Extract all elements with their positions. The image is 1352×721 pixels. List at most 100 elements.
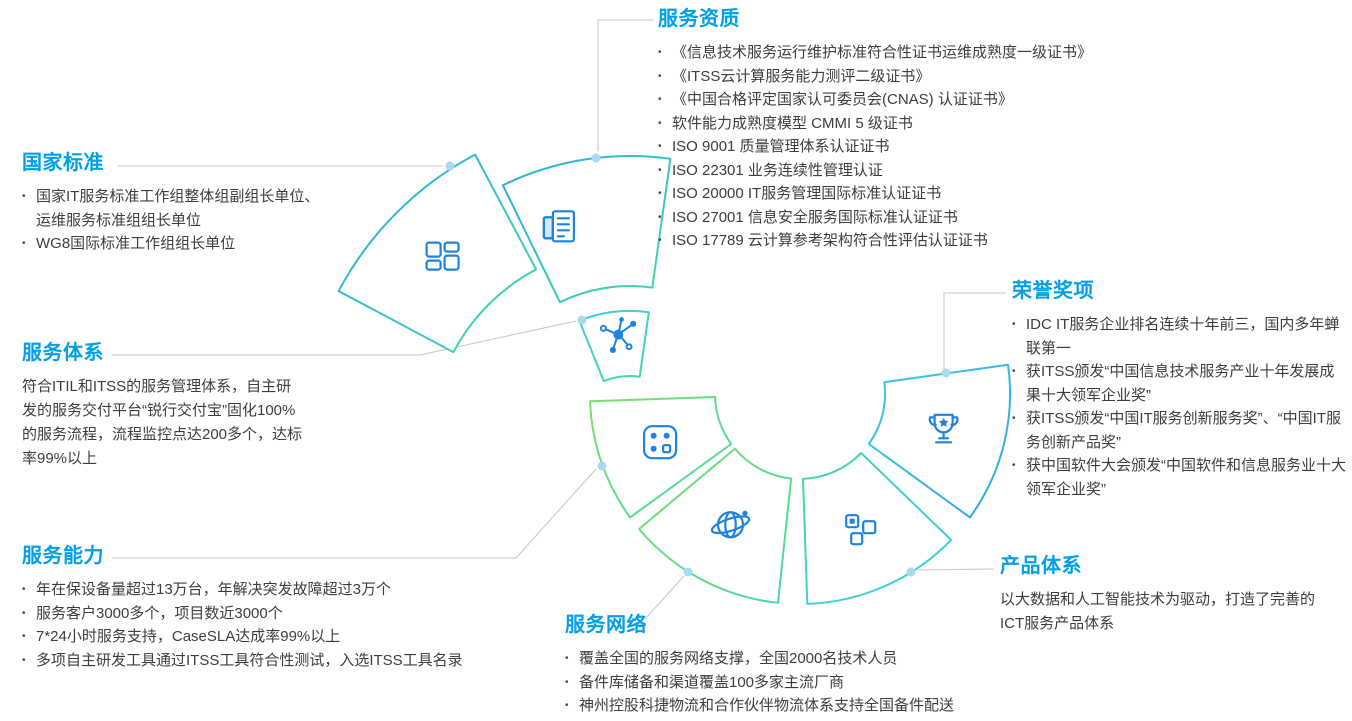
list-item-text: ISO 20000 IT服务管理国际标准认证证书	[672, 185, 942, 202]
section-service-system: 服务体系 符合ITIL和ITSS的服务管理体系，自主研发的服务交付平台“锐行交付…	[22, 340, 304, 471]
list-service-capability: • 年在保设备量超过13万台，年解决突发故障超过3万个 • 服务客户3000多个…	[22, 578, 542, 672]
bullet-icon: •	[565, 700, 569, 711]
list-national-standards: • 国家IT服务标准工作组整体组副组长单位、运维服务标准组组长单位 • WG8国…	[22, 185, 332, 256]
list-item: • 《ITSS云计算服务能力测评二级证书》	[658, 65, 1243, 89]
list-item: • 服务客户3000多个，项目数近3000个	[22, 602, 542, 626]
connector-dot-product-system	[906, 567, 916, 577]
list-item-text: 年在保设备量超过13万台，年解决突发故障超过3万个	[36, 581, 392, 598]
list-item: • 获中国软件大会颁发“中国软件和信息服务业十大领军企业奖”	[1012, 454, 1346, 501]
section-product-system: 产品体系 以大数据和人工智能技术为驱动，打造了完善的ICT服务产品体系	[1000, 553, 1335, 636]
list-item-text: 服务客户3000多个，项目数近3000个	[36, 604, 283, 622]
ring-segment-national-standards	[337, 153, 538, 354]
list-item: • 软件能力成熟度模型 CMMI 5 级证书	[658, 112, 1243, 136]
list-item-text: 《信息技术服务运行维护标准符合性证书运维成熟度一级证书》	[672, 44, 1093, 61]
layout-blocks-icon	[425, 241, 460, 271]
section-title-service-system: 服务体系	[22, 342, 104, 364]
bullet-icon: •	[565, 676, 569, 688]
list-honors-awards: • IDC IT服务企业排名连续十年前三，国内多年蝉联第一 • 获ITSS颁发“…	[1012, 313, 1346, 501]
list-item-text: WG8国际标准工作组组长单位	[36, 235, 236, 252]
list-item: • ISO 9001 质量管理体系认证证书	[658, 135, 1243, 159]
list-item-text: IDC IT服务企业排名连续十年前三，国内多年蝉联第一	[1026, 316, 1340, 357]
connector-dot-honors-awards	[941, 368, 951, 378]
connector-dot-service-qualifications	[591, 153, 601, 163]
bullet-icon: •	[658, 70, 662, 82]
list-item-text: ISO 27001 信息安全服务国际标准认证证书	[672, 208, 958, 226]
bullet-icon: •	[658, 235, 662, 246]
section-service-network: 服务网络 • 覆盖全国的服务网络支撑，全国2000名技术人员 • 备件库储备和渠…	[565, 612, 1045, 718]
list-item-text: 多项自主研发工具通过ITSS工具符合性测试，入选ITSS工具名录	[36, 651, 463, 669]
list-item: • 《中国合格评定国家认可委员会(CNAS) 认证证书》	[658, 88, 1243, 112]
ring-segment-honors-awards	[867, 363, 1011, 519]
connector-line-product-system	[917, 568, 995, 571]
list-item-text: 国家IT服务标准工作组整体组副组长单位、运维服务标准组组长单位	[36, 188, 320, 229]
list-item: • ISO 22301 业务连续性管理认证	[658, 159, 1243, 183]
bullet-icon: •	[22, 607, 26, 619]
bullet-icon: •	[658, 47, 662, 58]
list-item: • 获ITSS颁发“中国IT服务创新服务奖”、“中国IT服务创新产品奖”	[1012, 407, 1346, 454]
list-item-text: 神州控股科捷物流和合作伙伴物流体系支持全国备件配送	[579, 697, 955, 714]
bullet-icon: •	[658, 188, 662, 199]
certificate-document-icon	[542, 210, 576, 243]
list-item: • 获ITSS颁发“中国信息技术服务产业十年发展成果十大领军企业奖”	[1012, 360, 1346, 407]
molecule-icon	[599, 317, 637, 353]
list-item: • ISO 20000 IT服务管理国际标准认证证书	[658, 182, 1243, 206]
list-item-text: ISO 9001 质量管理体系认证证书	[672, 138, 890, 155]
list-service-qualifications: • 《信息技术服务运行维护标准符合性证书运维成熟度一级证书》 • 《ITSS云计…	[658, 41, 1243, 253]
list-item-text: 《ITSS云计算服务能力测评二级证书》	[672, 67, 931, 85]
list-item-text: 软件能力成熟度模型 CMMI 5 级证书	[672, 114, 913, 132]
connector-dot-service-network	[683, 567, 693, 577]
list-item: • 神州控股科捷物流和合作伙伴物流体系支持全国备件配送	[565, 694, 1045, 718]
connector-line-service-qualifications	[597, 19, 654, 151]
bullet-icon: •	[22, 654, 26, 666]
list-item: • ISO 27001 信息安全服务国际标准认证证书	[658, 206, 1243, 230]
section-title-product-system: 产品体系	[1000, 555, 1082, 577]
connector-line-honors-awards	[943, 292, 1006, 369]
bullet-icon: •	[1012, 460, 1016, 471]
list-item-text: ISO 22301 业务连续性管理认证	[672, 161, 883, 179]
section-honors-awards: 荣誉奖项 • IDC IT服务企业排名连续十年前三，国内多年蝉联第一 • 获IT…	[1012, 278, 1346, 501]
modules-cubes-icon	[845, 514, 877, 546]
section-service-capability: 服务能力 • 年在保设备量超过13万台，年解决突发故障超过3万个 • 服务客户3…	[22, 543, 542, 672]
section-title-service-qualifications: 服务资质	[658, 8, 740, 30]
section-national-standards: 国家标准 • 国家IT服务标准工作组整体组副组长单位、运维服务标准组组长单位 •…	[22, 150, 332, 256]
list-item-text: 获中国软件大会颁发“中国软件和信息服务业十大领军企业奖”	[1026, 457, 1346, 498]
bullet-icon: •	[22, 191, 26, 202]
connector-dot-service-capability	[597, 461, 607, 471]
ring-segment-qualifications	[501, 154, 672, 304]
section-title-service-capability: 服务能力	[22, 545, 104, 567]
list-item: • 覆盖全国的服务网络支撑，全国2000名技术人员	[565, 647, 1045, 671]
list-item-text: 7*24小时服务支持，CaseSLA达成率99%以上	[36, 628, 341, 645]
list-item: • 年在保设备量超过13万台，年解决突发故障超过3万个	[22, 578, 542, 602]
connector-line-service-network	[644, 575, 685, 620]
list-item: • ISO 17789 云计算参考架构符合性评估认证证书	[658, 229, 1243, 253]
list-item: • 备件库储备和渠道覆盖100多家主流厂商	[565, 671, 1045, 695]
list-item-text: 备件库储备和渠道覆盖100多家主流厂商	[579, 673, 845, 691]
section-text-service-system: 符合ITIL和ITSS的服务管理体系，自主研发的服务交付平台“锐行交付宝”固化1…	[22, 378, 303, 467]
bullet-icon: •	[658, 211, 662, 223]
bullet-icon: •	[22, 631, 26, 642]
list-service-network: • 覆盖全国的服务网络支撑，全国2000名技术人员 • 备件库储备和渠道覆盖10…	[565, 647, 1045, 718]
section-service-qualifications: 服务资质 • 《信息技术服务运行维护标准符合性证书运维成熟度一级证书》 • 《I…	[658, 6, 1243, 253]
section-title-national-standards: 国家标准	[22, 152, 104, 174]
connector-dot-service-system	[577, 315, 587, 325]
bullet-icon: •	[22, 238, 26, 249]
list-item-text: 获ITSS颁发“中国信息技术服务产业十年发展成果十大领军企业奖”	[1026, 363, 1335, 404]
list-item: • WG8国际标准工作组组长单位	[22, 232, 332, 256]
list-item-text: 《中国合格评定国家认可委员会(CNAS) 认证证书》	[672, 91, 1013, 108]
trophy-icon	[928, 413, 959, 444]
list-item: • 《信息技术服务运行维护标准符合性证书运维成熟度一级证书》	[658, 41, 1243, 65]
section-title-service-network: 服务网络	[565, 614, 647, 636]
list-item-text: 获ITSS颁发“中国IT服务创新服务奖”、“中国IT服务创新产品奖”	[1026, 410, 1341, 451]
bullet-icon: •	[565, 653, 569, 664]
section-title-honors-awards: 荣誉奖项	[1012, 280, 1094, 302]
list-item-text: 覆盖全国的服务网络支撑，全国2000名技术人员	[579, 650, 898, 667]
connector-line-service-capability	[112, 468, 597, 559]
connector-line-service-system	[112, 320, 577, 356]
connector-dot-national-standards	[445, 161, 455, 171]
list-item-text: ISO 17789 云计算参考架构符合性评估认证证书	[672, 232, 988, 249]
section-text-product-system: 以大数据和人工智能技术为驱动，打造了完善的ICT服务产品体系	[1000, 591, 1316, 632]
list-item: • 多项自主研发工具通过ITSS工具符合性测试，入选ITSS工具名录	[22, 649, 542, 673]
bullet-icon: •	[658, 94, 662, 105]
